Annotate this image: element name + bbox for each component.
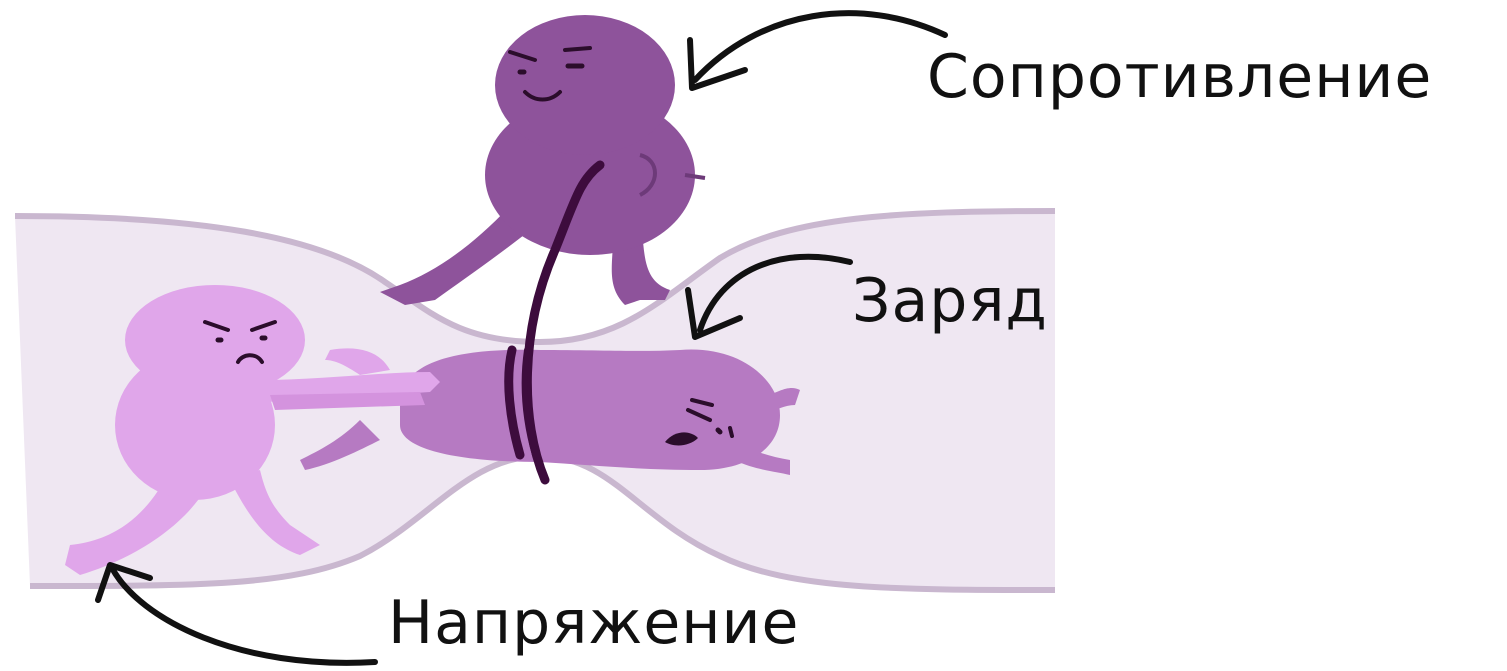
- resistance-face: [508, 46, 592, 102]
- resistance-label: Сопротивление: [927, 42, 1433, 112]
- voltage-label: Напряжение: [388, 588, 800, 658]
- rope: [504, 160, 605, 485]
- curved-arrow-icon: [685, 253, 853, 340]
- resistance-character: [380, 15, 706, 305]
- charge-character: [300, 349, 800, 475]
- charge-label: Заряд: [852, 266, 1048, 336]
- voltage-character: [65, 285, 440, 575]
- curved-arrow-icon: [95, 562, 378, 666]
- charge-face: [665, 398, 734, 446]
- voltage-face: [203, 320, 277, 364]
- curved-arrow-icon: [687, 10, 948, 91]
